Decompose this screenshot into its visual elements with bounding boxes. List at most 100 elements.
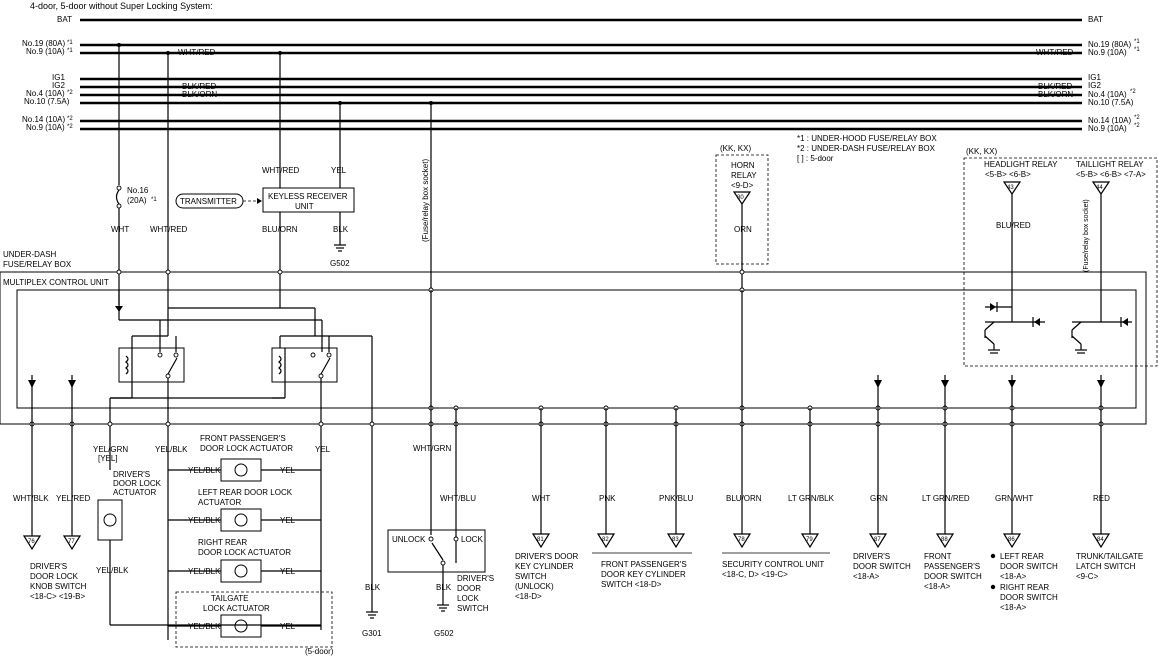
relay-driver-circuits <box>984 302 1132 354</box>
key-switch-label: SWITCH <box>515 572 547 581</box>
power-bus-lines <box>80 18 1082 131</box>
fuse-19-label-right: No.19 (80A) <box>1088 40 1131 49</box>
note-2: *2 : UNDER-DASH FUSE/RELAY BOX <box>797 144 936 153</box>
wire-yel-grn: YEL/GRN <box>93 445 128 454</box>
horn-pin: 30 <box>737 195 744 201</box>
star2-label: *2 <box>67 124 73 130</box>
receiver-wire-wht-red: WHT/RED <box>262 166 300 175</box>
wire-wht-red-label: WHT/RED <box>150 225 188 234</box>
actuator-group: FRONT PASSENGER'S DOOR LOCK ACTUATOR YEL… <box>168 434 334 656</box>
lock-switch-wire-blk: BLK <box>436 583 452 592</box>
driver-door-lock-switch <box>387 529 486 573</box>
fp-wire-yel: YEL <box>280 466 296 475</box>
driver-actuator-label: ACTUATOR <box>113 488 156 497</box>
driver-door-switch-label: <18-A> <box>853 572 880 581</box>
note-1: *1 : UNDER-HOOD FUSE/RELAY BOX <box>797 134 937 143</box>
fp-actuator-label: FRONT PASSENGER'S <box>200 434 286 443</box>
wire-wht-blk: WHT/BLK <box>13 494 49 503</box>
bus-blk-red-left: BLK/RED <box>182 82 216 91</box>
rr-actuator-label: DOOR LOCK ACTUATOR <box>198 548 291 557</box>
ground-icon <box>366 611 378 619</box>
lr-wire-yel: YEL <box>280 516 296 525</box>
five-door-label: (5-door) <box>305 647 334 656</box>
knob-switch-label: <18-C> <19-B> <box>30 592 85 601</box>
rr-door-switch-label: <18-A> <box>1000 603 1027 612</box>
pin-86: 86 <box>1008 537 1015 543</box>
ground-icon <box>437 604 449 612</box>
fp-door-switch-label: PASSENGER'S <box>924 562 980 571</box>
bus-labels-right: BAT No.19 (80A) *1 No.9 (10A) *1 IG1 IG2… <box>1088 15 1140 133</box>
wire-grn-wht: GRN/WHT <box>995 494 1033 503</box>
lock-switch-label: SWITCH <box>457 604 489 613</box>
ground-icon <box>334 244 346 252</box>
fp-key-label: DOOR KEY CYLINDER <box>601 570 686 579</box>
ig2-label-left: IG2 <box>52 81 65 90</box>
note-3: [ ] : 5-door <box>797 154 834 163</box>
ground-g502-top: G502 <box>330 259 350 268</box>
horn-relay-label: RELAY <box>731 171 757 180</box>
receiver-unit-label: UNIT <box>295 202 314 211</box>
mcu-label: MULTIPLEX CONTROL UNIT <box>3 278 109 287</box>
receiver-wire-blu-orn: BLU/ORN <box>262 225 298 234</box>
rr-actuator-label: RIGHT REAR <box>198 538 247 547</box>
rr-wire-yel-blk: YEL/BLK <box>188 567 221 576</box>
star2-label: *2 <box>1134 123 1140 129</box>
trunk-switch-label: TRUNK/TAILGATE <box>1076 552 1143 561</box>
star2-label: *2 <box>1134 115 1140 121</box>
fp-actuator-label: DOOR LOCK ACTUATOR <box>200 444 293 453</box>
bat-label-left: BAT <box>57 15 72 24</box>
driver-door-switch-label: DRIVER'S <box>853 552 890 561</box>
box-bottom-dots <box>29 405 1104 427</box>
fp-door-switch-label: FRONT <box>924 552 952 561</box>
wire-red: RED <box>1093 494 1110 503</box>
driver-actuator-label: DOOR LOCK <box>113 479 162 488</box>
wire-yel: YEL <box>315 445 331 454</box>
fp-door-switch-label: <18-A> <box>924 582 951 591</box>
bus-blk-red-right: BLK/RED <box>1038 82 1072 91</box>
pin-81: 81 <box>537 537 544 543</box>
trunk-switch-label: LATCH SWITCH <box>1076 562 1136 571</box>
fuse-9-label-left: No.9 (10A) <box>26 47 65 56</box>
knob-switch-label: KNOB SWITCH <box>30 582 87 591</box>
wire-blu-orn: BLU/ORN <box>726 494 762 503</box>
bus-labels-left: BAT No.19 (80A) *1 No.9 (10A) *1 IG1 IG2… <box>22 15 73 132</box>
driver-door-lock-actuator <box>97 499 123 541</box>
knob-switch-label: DOOR LOCK <box>30 572 79 581</box>
lr-door-switch-label: LEFT REAR <box>1000 552 1044 561</box>
wire-blk-g301: BLK <box>365 583 381 592</box>
pin-79: 79 <box>806 537 813 543</box>
keyless-receiver-unit <box>262 187 355 213</box>
headlight-relay-label: HEADLIGHT RELAY <box>984 160 1058 169</box>
horn-wire-orn: ORN <box>734 225 752 234</box>
receiver-wire-blk: BLK <box>333 225 349 234</box>
pin-78: 78 <box>738 537 745 543</box>
lock-switch-label: DRIVER'S <box>457 574 494 583</box>
star1-label: *1 <box>151 197 157 203</box>
wire-yel-blk: YEL/BLK <box>155 445 188 454</box>
security-unit-label: <18-C, D> <19-C> <box>722 570 788 579</box>
headlight-pin: 43 <box>1007 185 1014 191</box>
fuse-10-label-left: No.10 (7.5A) <box>24 97 70 106</box>
lock-switch-label: DOOR <box>457 584 481 593</box>
fp-key-label: FRONT PASSENGER'S <box>601 560 687 569</box>
fp-door-switch-label: DOOR SWITCH <box>924 572 982 581</box>
fuse-10-label-right: No.10 (7.5A) <box>1088 98 1134 107</box>
relays-market-label: (KK, KX) <box>966 147 997 156</box>
lock-switch-label: LOCK <box>457 594 479 603</box>
fp-wire-yel-blk: YEL/BLK <box>188 466 221 475</box>
lock-relay-2 <box>271 347 338 383</box>
star1-label: *1 <box>67 40 73 46</box>
taillight-pin: 44 <box>1096 185 1103 191</box>
underdash-label: UNDER-DASH <box>3 250 57 259</box>
fuse-socket-label: (Fuse/relay box socket) <box>421 159 430 242</box>
connector-pins <box>22 533 1111 551</box>
horn-label: HORN <box>731 161 755 170</box>
wire-wht-label: WHT <box>111 225 129 234</box>
pin-82: 82 <box>602 537 609 543</box>
ground-g301: G301 <box>362 629 382 638</box>
wire-yel-blk-2: YEL/BLK <box>96 566 129 575</box>
headlight-wire-blu-red: BLU/RED <box>996 221 1031 230</box>
knob-switch-label: DRIVER'S <box>30 562 67 571</box>
receiver-wire-yel: YEL <box>331 166 347 175</box>
lr-actuator-label: LEFT REAR DOOR LOCK <box>198 488 293 497</box>
